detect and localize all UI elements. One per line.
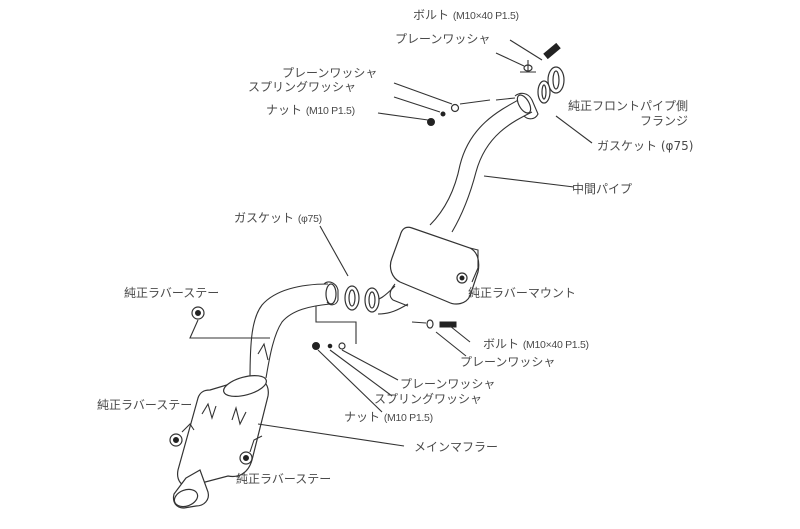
- label-bolt-middle: ボルト (M10×40 P1.5): [483, 337, 589, 352]
- front-resonator: [389, 226, 480, 307]
- nut-lower-spec: (M10 P1.5): [383, 412, 433, 424]
- label-plain-washer-middle: プレーンワッシャ: [460, 355, 556, 369]
- label-center-pipe: 中間パイプ: [572, 182, 633, 196]
- rear-pipe: [249, 283, 331, 381]
- gasket-middle-name: ガスケット: [234, 211, 295, 225]
- bolt-middle-spec: (M10×40 P1.5): [522, 339, 589, 351]
- label-nut-upper-left: ナット (M10 P1.5): [266, 103, 355, 118]
- bolt-middle-name: ボルト: [483, 337, 520, 351]
- rubber-stays: [169, 306, 270, 465]
- label-rubber-stay-left-bottom: 純正ラバーステー: [97, 398, 193, 412]
- bolt-top-name: ボルト: [413, 8, 450, 22]
- label-spring-washer-lower: スプリングワッシャ: [374, 392, 483, 406]
- center-pipe: [429, 92, 539, 233]
- label-rubber-stay-left-top: 純正ラバーステー: [124, 286, 220, 300]
- gasket-right-spec: (φ75): [660, 139, 694, 153]
- label-gasket-right: ガスケット (φ75): [597, 139, 693, 153]
- label-oem-front-pipe-flange: 純正フロントパイプ側 フランジ: [568, 99, 688, 128]
- gasket-middle-spec: (φ75): [297, 213, 322, 225]
- gasket-right-name: ガスケット: [597, 139, 658, 153]
- label-main-muffler: メインマフラー: [414, 440, 499, 454]
- label-plain-washer-lower: プレーンワッシャ: [400, 377, 496, 391]
- label-gasket-middle: ガスケット (φ75): [234, 211, 322, 226]
- label-plain-washer-top: プレーンワッシャ: [395, 32, 491, 46]
- label-rubber-stay-bottom: 純正ラバーステー: [236, 472, 332, 486]
- oem-front-pipe-flange-line1: 純正フロントパイプ側: [568, 99, 689, 113]
- label-rubber-mount: 純正ラバーマウント: [468, 286, 576, 300]
- top-hardware: [427, 42, 565, 126]
- label-nut-lower: ナット (M10 P1.5): [344, 410, 433, 425]
- label-bolt-top: ボルト (M10×40 P1.5): [413, 8, 519, 23]
- nut-upper-left-spec: (M10 P1.5): [305, 105, 355, 117]
- nut-upper-left-name: ナット: [266, 103, 303, 117]
- bolt-top-spec: (M10×40 P1.5): [452, 10, 519, 22]
- middle-joint-flanges: [323, 281, 380, 313]
- middle-hardware: [312, 306, 457, 350]
- oem-front-pipe-flange-line2: フランジ: [640, 114, 689, 128]
- label-plain-washer-upper-left: プレーンワッシャ: [282, 66, 378, 80]
- label-spring-washer-upper-left: スプリングワッシャ: [248, 80, 357, 94]
- nut-lower-name: ナット: [344, 410, 381, 424]
- leader-lines: [257, 39, 593, 447]
